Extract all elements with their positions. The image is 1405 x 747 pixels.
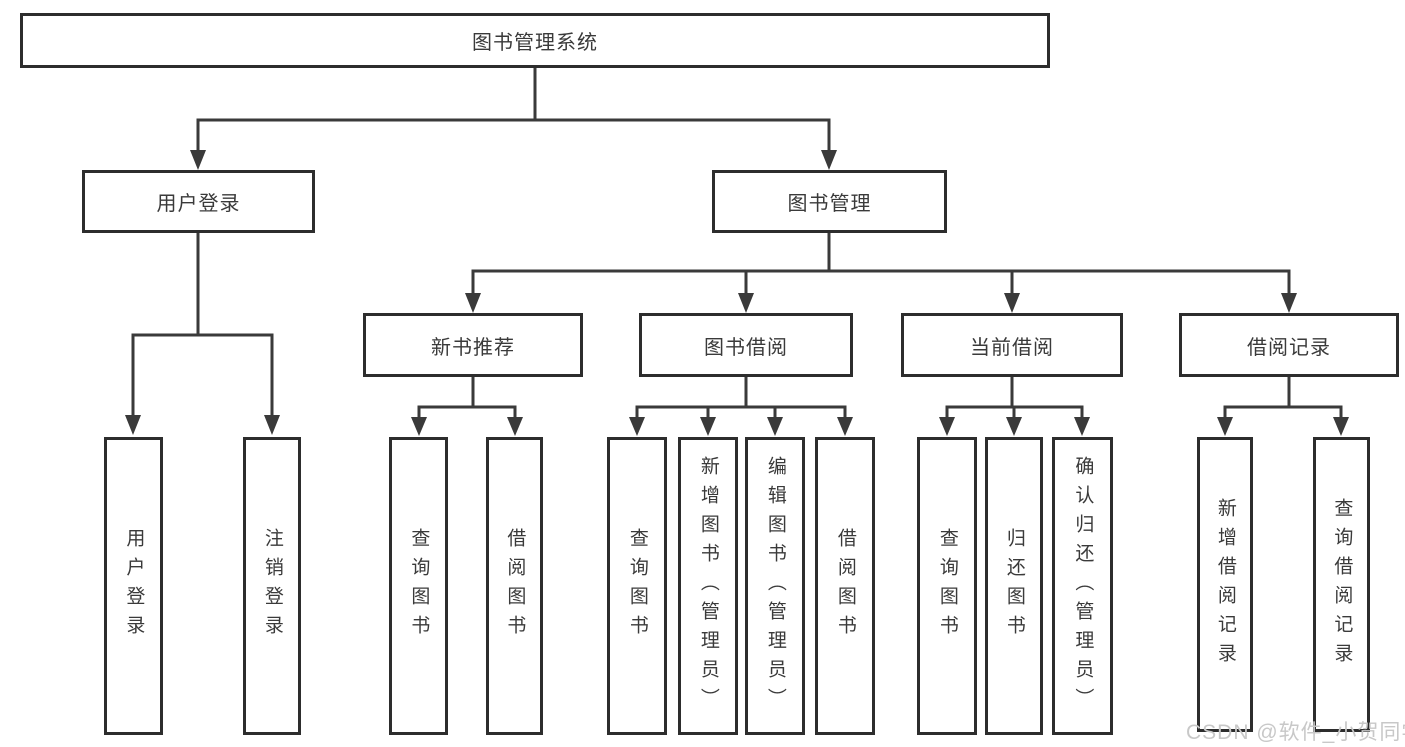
leaf-user-login-label: 用户登录 <box>123 528 145 644</box>
node-book-borrow-label: 图书借阅 <box>704 336 788 359</box>
leaf-current-query-books-label: 查询图书 <box>936 528 958 644</box>
node-root-system: 图书管理系统 <box>20 13 1050 68</box>
node-user-login: 用户登录 <box>82 170 315 233</box>
connector-management-to-level3 <box>465 233 1297 313</box>
leaf-borrow-query-books-label: 查询图书 <box>626 528 648 644</box>
node-new-book-recommend: 新书推荐 <box>363 313 583 377</box>
leaf-borrow-edit-books-admin: 编辑图书（管理员） <box>745 437 805 735</box>
leaf-borrow-add-books-admin: 新增图书（管理员） <box>678 437 738 735</box>
leaf-logout: 注销登录 <box>243 437 301 735</box>
node-book-borrow: 图书借阅 <box>639 313 853 377</box>
leaf-recommend-query-books: 查询图书 <box>389 437 448 735</box>
leaf-recommend-borrow-books: 借阅图书 <box>486 437 543 735</box>
leaf-borrow-borrow-books-label: 借阅图书 <box>834 528 856 644</box>
node-borrow-records-label: 借阅记录 <box>1247 336 1331 359</box>
node-book-management: 图书管理 <box>712 170 947 233</box>
leaf-current-query-books: 查询图书 <box>917 437 977 735</box>
leaf-current-return-books-label: 归还图书 <box>1003 528 1025 644</box>
leaf-borrow-borrow-books: 借阅图书 <box>815 437 875 735</box>
connector-root-to-level2 <box>190 68 837 170</box>
leaf-borrow-edit-books-admin-label: 编辑图书（管理员） <box>764 455 786 717</box>
connector-login-to-leaves <box>125 233 280 435</box>
leaf-recommend-query-books-label: 查询图书 <box>408 528 430 644</box>
leaf-current-confirm-return-admin: 确认归还（管理员） <box>1052 437 1113 735</box>
leaf-borrow-add-books-admin-label: 新增图书（管理员） <box>697 455 719 717</box>
node-current-borrow-label: 当前借阅 <box>970 336 1054 359</box>
leaf-records-add-record-label: 新增借阅记录 <box>1214 497 1236 672</box>
node-borrow-records: 借阅记录 <box>1179 313 1399 377</box>
leaf-user-login: 用户登录 <box>104 437 163 735</box>
node-book-management-label: 图书管理 <box>787 193 872 215</box>
leaf-recommend-borrow-books-label: 借阅图书 <box>504 528 526 644</box>
leaf-current-return-books: 归还图书 <box>985 437 1043 735</box>
leaf-logout-label: 注销登录 <box>261 528 283 644</box>
leaf-records-query-record: 查询借阅记录 <box>1313 437 1370 732</box>
node-user-login-label: 用户登录 <box>156 193 241 215</box>
leaf-borrow-query-books: 查询图书 <box>607 437 667 735</box>
connector-recommend-to-leaves <box>411 377 523 436</box>
connector-current-to-leaves <box>939 377 1090 436</box>
node-current-borrow: 当前借阅 <box>901 313 1123 377</box>
watermark: CSDN @软件_小贺同学 <box>1186 721 1405 744</box>
leaf-records-add-record: 新增借阅记录 <box>1197 437 1253 732</box>
connector-records-to-leaves <box>1217 377 1349 436</box>
node-root-label: 图书管理系统 <box>472 32 598 54</box>
node-new-book-recommend-label: 新书推荐 <box>431 336 515 359</box>
leaf-current-confirm-return-admin-label: 确认归还（管理员） <box>1072 455 1094 717</box>
connector-borrow-to-leaves <box>629 377 853 436</box>
leaf-records-query-record-label: 查询借阅记录 <box>1331 497 1353 672</box>
